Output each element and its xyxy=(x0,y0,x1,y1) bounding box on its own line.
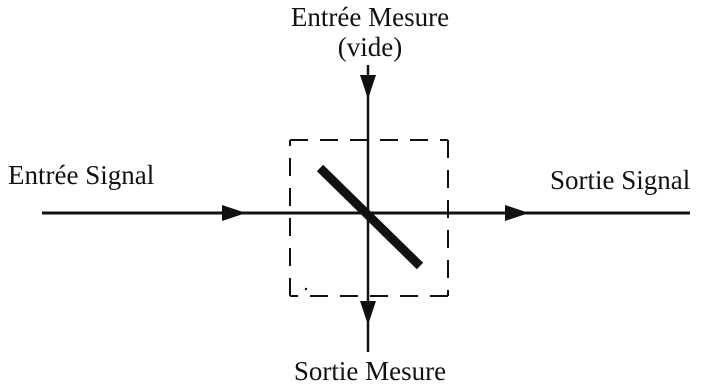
signal-input-arrow-icon xyxy=(222,205,246,221)
signal-output-arrow-icon xyxy=(505,205,529,221)
measure-input-arrow-icon xyxy=(360,75,376,99)
measure-output-arrow-icon xyxy=(360,301,376,325)
signal-input-label: Entrée Signal xyxy=(8,160,155,190)
speck-mark xyxy=(304,287,308,291)
beam-splitter-plate xyxy=(316,164,424,270)
measure-input-label-line2: (vide) xyxy=(337,32,403,62)
beam-splitter-enclosure xyxy=(289,139,449,297)
signal-output-label: Sortie Signal xyxy=(550,165,691,195)
measure-output-label: Sortie Mesure xyxy=(293,356,447,386)
measure-input-label-line1: Entrée Mesure xyxy=(290,2,450,32)
measure-input-label: Entrée Mesure (vide) xyxy=(230,2,510,62)
